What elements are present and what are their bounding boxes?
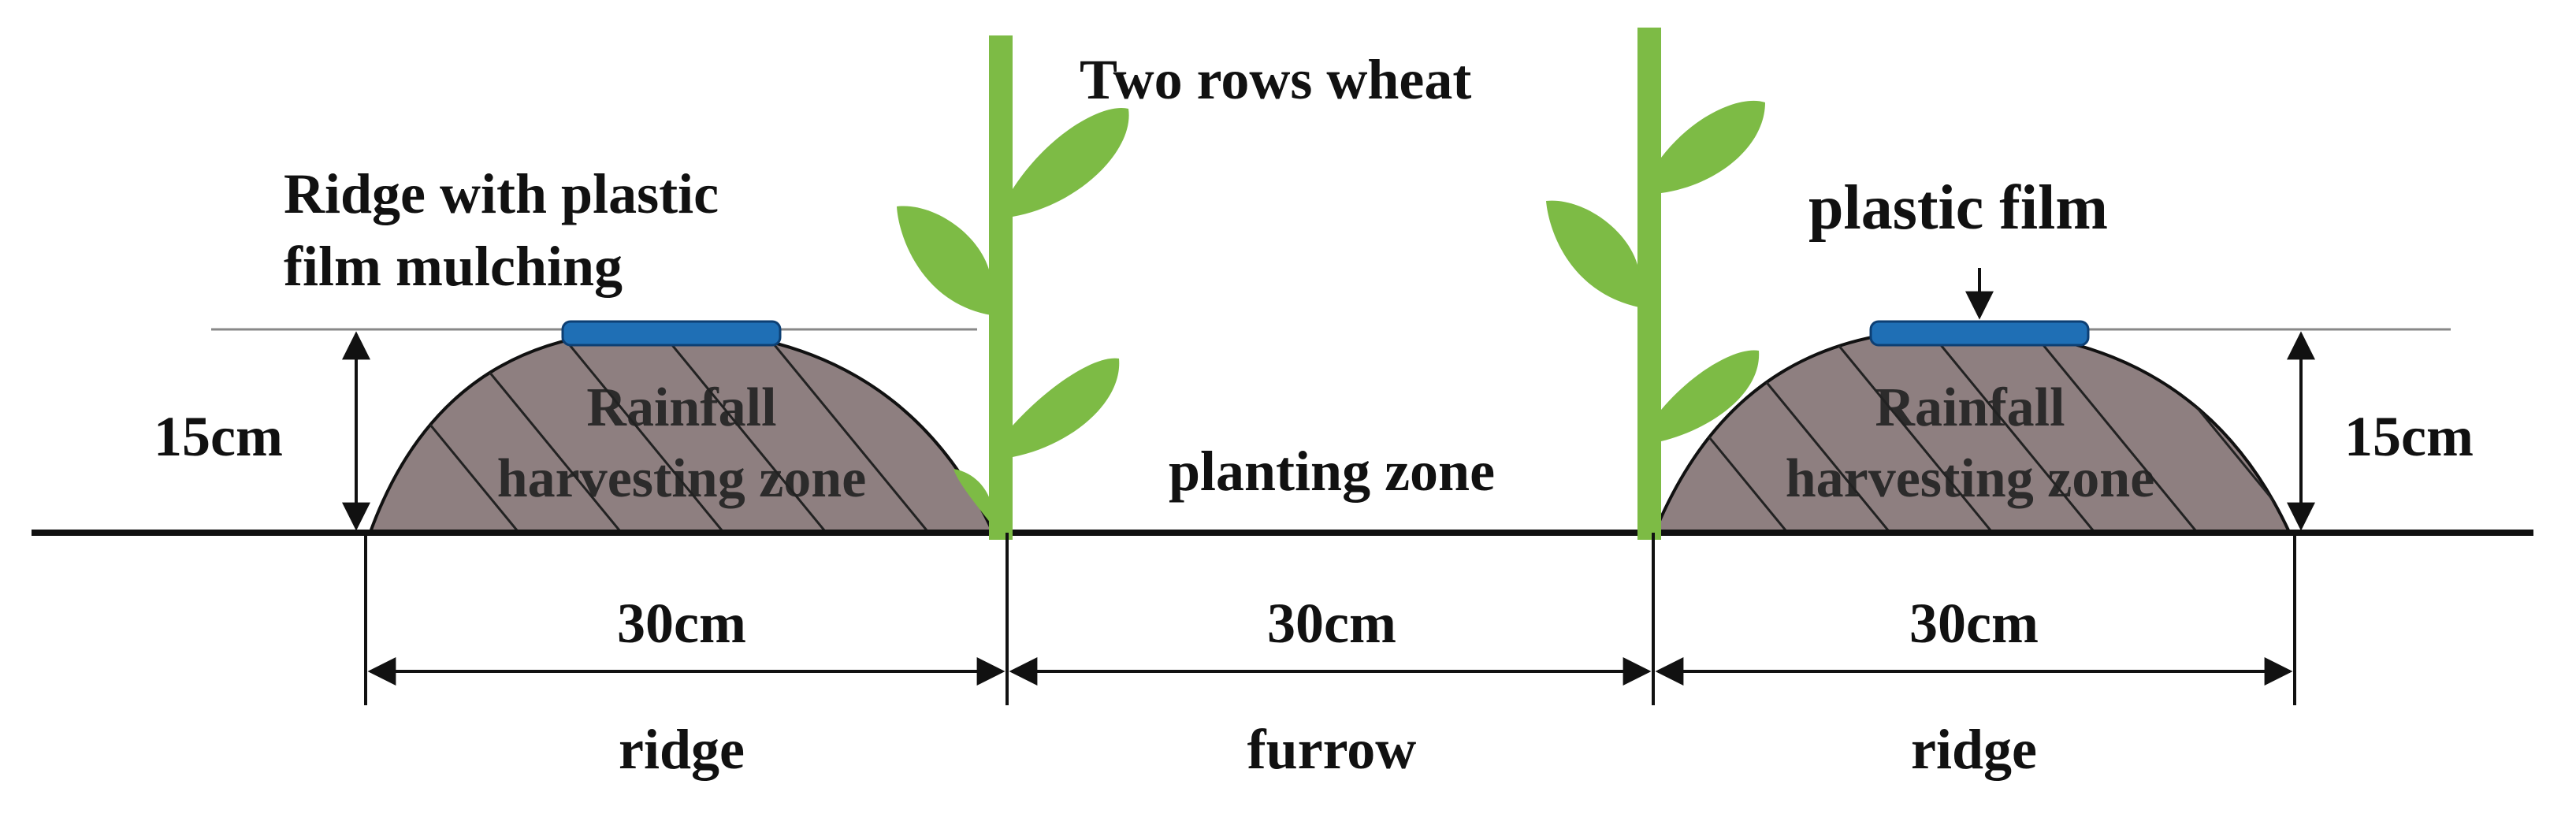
plastic-film-right (1869, 320, 2090, 347)
ridge-left (368, 327, 996, 533)
wheat-title: Two rows wheat (1080, 48, 1471, 111)
section-label-left: ridge (619, 718, 745, 781)
wheat-plant-right (1546, 28, 1765, 540)
rain-zone-left-line2: harvesting zone (497, 448, 867, 509)
rain-zone-right-line1: Rainfall (1875, 377, 2065, 438)
height-label-right: 15cm (2344, 405, 2474, 468)
height-label-left: 15cm (154, 405, 283, 468)
rain-zone-left-line1: Rainfall (586, 377, 776, 438)
ridge-film-label-line1: Ridge with plastic (284, 162, 719, 225)
wheat-leaf-left-2 (897, 206, 991, 315)
wheat-leaf-left-1 (1013, 107, 1129, 217)
wheat-leaf-left-4 (953, 469, 991, 524)
plastic-film-left (561, 320, 782, 347)
width-label-mid: 30cm (1267, 592, 1396, 655)
plastic-film-label: plastic film (1808, 173, 2108, 243)
width-label-left: 30cm (617, 592, 746, 655)
ridge-film-label-line2: film mulching (284, 235, 623, 298)
width-label-right: 30cm (1909, 592, 2039, 655)
wheat-leaf-right-3 (1661, 350, 1760, 441)
section-label-right: ridge (1911, 718, 2037, 781)
wheat-leaf-left-3 (1013, 358, 1120, 457)
rain-zone-right-line2: harvesting zone (1786, 448, 2155, 509)
wheat-stem-left (989, 35, 1013, 540)
wheat-leaf-right-1 (1661, 100, 1765, 193)
section-label-mid: furrow (1247, 718, 1417, 781)
wheat-plant-left (897, 35, 1129, 540)
wheat-leaf-right-2 (1546, 200, 1639, 307)
planting-zone-label: planting zone (1169, 440, 1495, 503)
wheat-stem-right (1637, 28, 1661, 540)
